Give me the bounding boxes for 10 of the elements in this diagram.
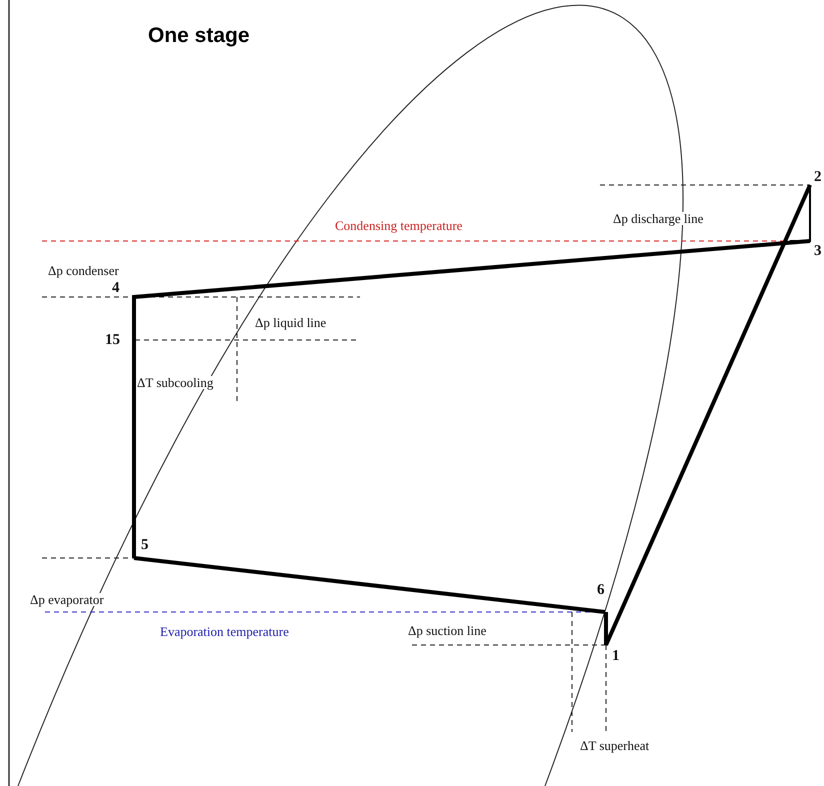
annotation-label: ΔT subcooling <box>137 376 214 389</box>
annotation-label: Δp discharge line <box>613 212 704 225</box>
annotation-label: Δp liquid line <box>255 316 326 329</box>
title: One stage <box>148 24 250 48</box>
annotation-label: Δp suction line <box>408 624 486 637</box>
annotation-label: Evaporation temperature <box>160 625 289 638</box>
annotation-label: ΔT superheat <box>580 739 650 752</box>
annotation-label: Δp condenser <box>48 264 119 277</box>
annotation-label: Condensing temperature <box>335 219 462 232</box>
annotation-label: Δp evaporator <box>30 593 104 606</box>
